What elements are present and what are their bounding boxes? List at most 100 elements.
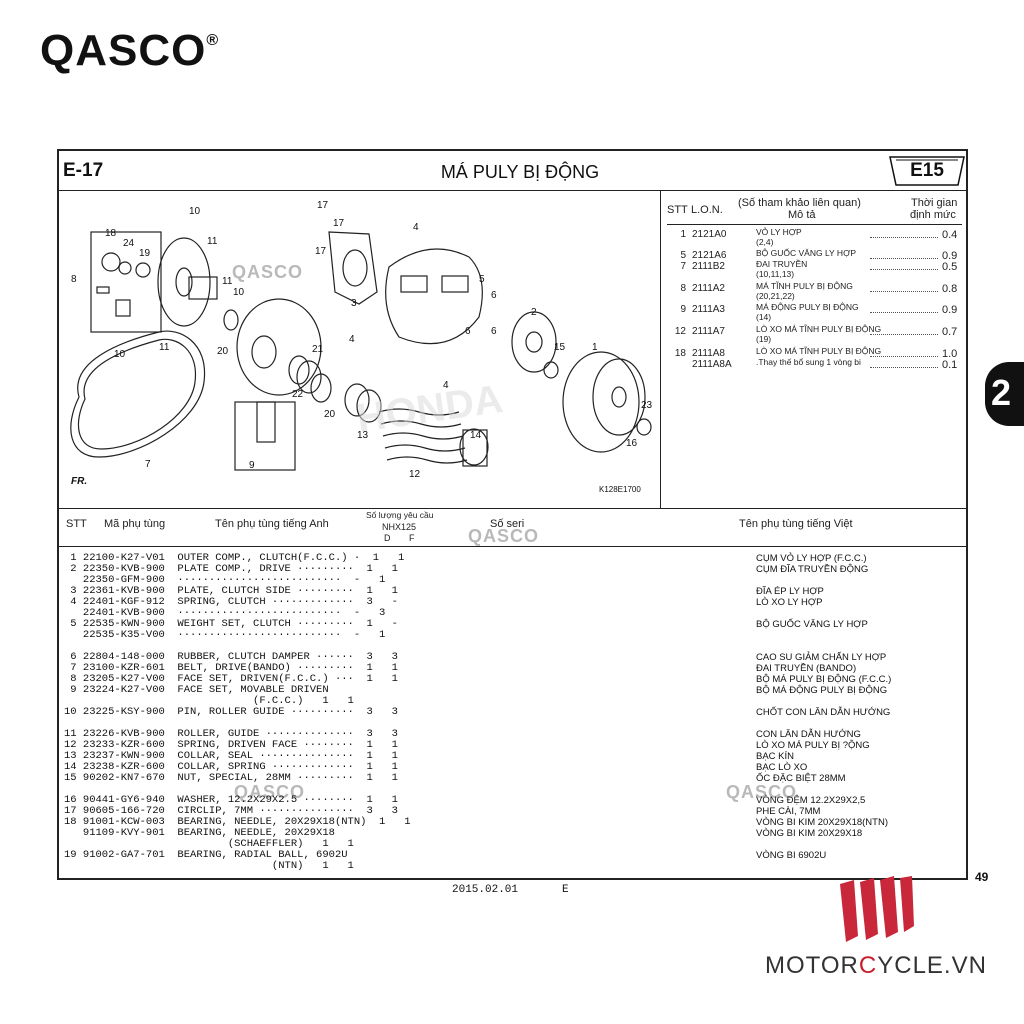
part-line: 2 22350-KVB-900 PLATE COMP., DRIVE ·····… xyxy=(64,563,398,575)
clutch-plate-drawing xyxy=(328,231,378,305)
table-header-divider xyxy=(57,546,968,547)
wordmark-c: YCLE.VN xyxy=(877,952,987,979)
ref-desc: VỎ LY HỢP xyxy=(756,227,802,237)
part-viet-name: ĐĨA ÉP LY HỢP xyxy=(756,586,824,597)
edition-mark: E xyxy=(562,884,569,896)
part-line: 12 23233-KZR-600 SPRING, DRIVEN FACE ···… xyxy=(64,739,398,751)
watermark-qasco: QASCO xyxy=(234,782,306,802)
callout: 2 xyxy=(531,307,537,318)
section-badge: E15 xyxy=(910,160,944,181)
callout: 6 xyxy=(465,326,471,337)
callout: 21 xyxy=(312,344,324,355)
part-viet-name: BỘ MÁ ĐỘNG PULY BỊ ĐỘNG xyxy=(756,685,888,696)
motorcycle-wordmark: MOTORCYCLE.VN xyxy=(765,952,987,980)
callout: 4 xyxy=(443,380,449,391)
page-frame xyxy=(57,149,968,880)
part-line: 8 23205-K27-V00 FACE SET, DRIVEN(F.C.C.)… xyxy=(64,673,398,685)
page-title: MÁ PULY BỊ ĐỘNG xyxy=(440,162,600,182)
ref-desc: ĐAI TRUYỀN xyxy=(756,259,808,269)
front-arrow-label: FR. xyxy=(71,476,87,487)
callout: 8 xyxy=(71,274,77,285)
ref-leader xyxy=(870,269,938,270)
ref-stt: 1 xyxy=(680,229,686,240)
honda-watermark: HONDA xyxy=(354,377,505,441)
section-tab-number: 2 xyxy=(991,372,1012,413)
ref-leader xyxy=(870,334,938,335)
callout: 22 xyxy=(292,389,304,400)
ref-sub: (10,11,13) xyxy=(756,269,795,279)
badge-frame-icon xyxy=(889,156,965,186)
header-divider xyxy=(57,190,968,191)
table-top-divider xyxy=(57,508,968,509)
callout: 20 xyxy=(217,346,229,357)
col-d: D xyxy=(384,533,391,543)
watermark-qasco: QASCO xyxy=(468,526,540,546)
part-line: 16 90441-GY6-940 WASHER, 12.2X29X2.5 ···… xyxy=(64,794,398,806)
part-viet-name: VÒNG BI 6902U xyxy=(756,850,827,861)
part-line: 13 23237-KWN-900 COLLAR, SEAL ··········… xyxy=(64,750,398,762)
part-line: 6 22804-148-000 RUBBER, CLUTCH DAMPER ··… xyxy=(64,651,398,663)
ref-sub: (20,21,22) xyxy=(756,291,795,301)
col-serial: Số seri xyxy=(490,518,525,530)
callout: 10 xyxy=(189,206,201,217)
part-viet-name: VÒNG BI KIM 20X29X18(NTN) xyxy=(756,817,888,828)
belt-drawing xyxy=(70,330,206,458)
callout: 4 xyxy=(349,334,355,345)
ref-stt: 12 xyxy=(674,326,686,337)
callout: 13 xyxy=(357,430,369,441)
part-line: 11 23226-KVB-900 ROLLER, GUIDE ·········… xyxy=(64,728,398,740)
part-line: 14 23238-KZR-600 COLLAR, SPRING ········… xyxy=(64,761,398,773)
part-viet-name: CAO SU GIẢM CHẤN LY HỢP xyxy=(756,652,887,663)
watermark-qasco: QASCO xyxy=(232,262,304,282)
wordmark-b: C xyxy=(858,952,878,979)
ref-lon: 2111A8 xyxy=(692,348,725,359)
ref-stt: 9 xyxy=(680,304,686,315)
part-line: 18 91001-KCW-003 BEARING, NEEDLE, 20X29X… xyxy=(64,816,411,828)
part-viet-name: PHE CÀI, 7MM xyxy=(756,806,821,817)
part-line: 5 22535-KWN-900 WEIGHT SET, CLUTCH ·····… xyxy=(64,618,398,630)
ref-desc: MÁ ĐỘNG PULY BỊ ĐỘNG xyxy=(756,302,859,312)
ref-sub: (14) xyxy=(756,312,772,322)
part-viet-name: CON LĂN DẪN HƯỚNG xyxy=(756,729,861,740)
ref-leader xyxy=(870,291,938,292)
ref-time: 0.9 xyxy=(942,304,958,316)
wordmark-a: MOTOR xyxy=(765,952,859,979)
part-viet-name: CHỐT CON LĂN DẪN HƯỚNG xyxy=(756,707,891,718)
ref-time: 0.5 xyxy=(942,261,958,273)
ref-desc: .Thay thế bổ sung 1 vòng bi xyxy=(756,357,861,367)
spring-drawing xyxy=(378,408,468,464)
callout: 1 xyxy=(592,342,598,353)
ref-desc: LÒ XO MÁ TĨNH PULY BỊ ĐỘNG xyxy=(756,346,882,356)
ref-sub: (19) xyxy=(756,334,772,344)
movable-face-drawing xyxy=(236,298,322,396)
ref-header-desc: Mô tả xyxy=(788,209,816,221)
ref-leader xyxy=(870,367,938,368)
brand-logo: QASCO® xyxy=(40,26,219,76)
part-viet-name: CỤM ĐĨA TRUYỀN ĐỘNG xyxy=(756,564,869,575)
ref-header-time1: Thời gian xyxy=(911,197,958,209)
ref-time: 0.7 xyxy=(942,326,958,338)
part-viet-name: LÒ XO MÁ PULY BỊ ?ỘNG xyxy=(756,740,870,751)
callout: 9 xyxy=(249,460,255,471)
ref-header-ref: (Số tham khảo liên quan) xyxy=(738,197,861,209)
part-viet-name: BẠC LÒ XO xyxy=(756,762,808,773)
part-viet-name: VÒNG BI KIM 20X29X18 xyxy=(756,828,863,839)
col-viet-name: Tên phụ tùng tiếng Việt xyxy=(739,518,853,530)
section-code: E-17 xyxy=(63,160,104,181)
part-viet-name: LÒ XO LY HỢP xyxy=(756,597,823,608)
section-tab: 2 xyxy=(985,362,1024,426)
ref-leader xyxy=(870,312,938,313)
part-viet-name: BẠC KÍN xyxy=(756,751,795,762)
part-viet-name: CỤM VỎ LY HỢP (F.C.C.) xyxy=(756,553,867,564)
part-line: 91109-KVY-901 BEARING, NEEDLE, 20X29X18 xyxy=(64,827,335,839)
callout: 5 xyxy=(479,274,485,285)
ref-lon: 2121A6 xyxy=(692,250,727,261)
diagram-code: K128E1700 xyxy=(599,485,641,494)
clutch-outer-drawing xyxy=(562,351,640,453)
col-part-no: Mã phụ tùng xyxy=(104,518,166,530)
ref-header-stt: STT xyxy=(667,204,688,216)
ref-time: 0.4 xyxy=(942,229,958,241)
ref-stt: 5 xyxy=(680,250,686,261)
ref-desc: BỘ GUỐC VĂNG LY HỢP xyxy=(756,248,857,258)
